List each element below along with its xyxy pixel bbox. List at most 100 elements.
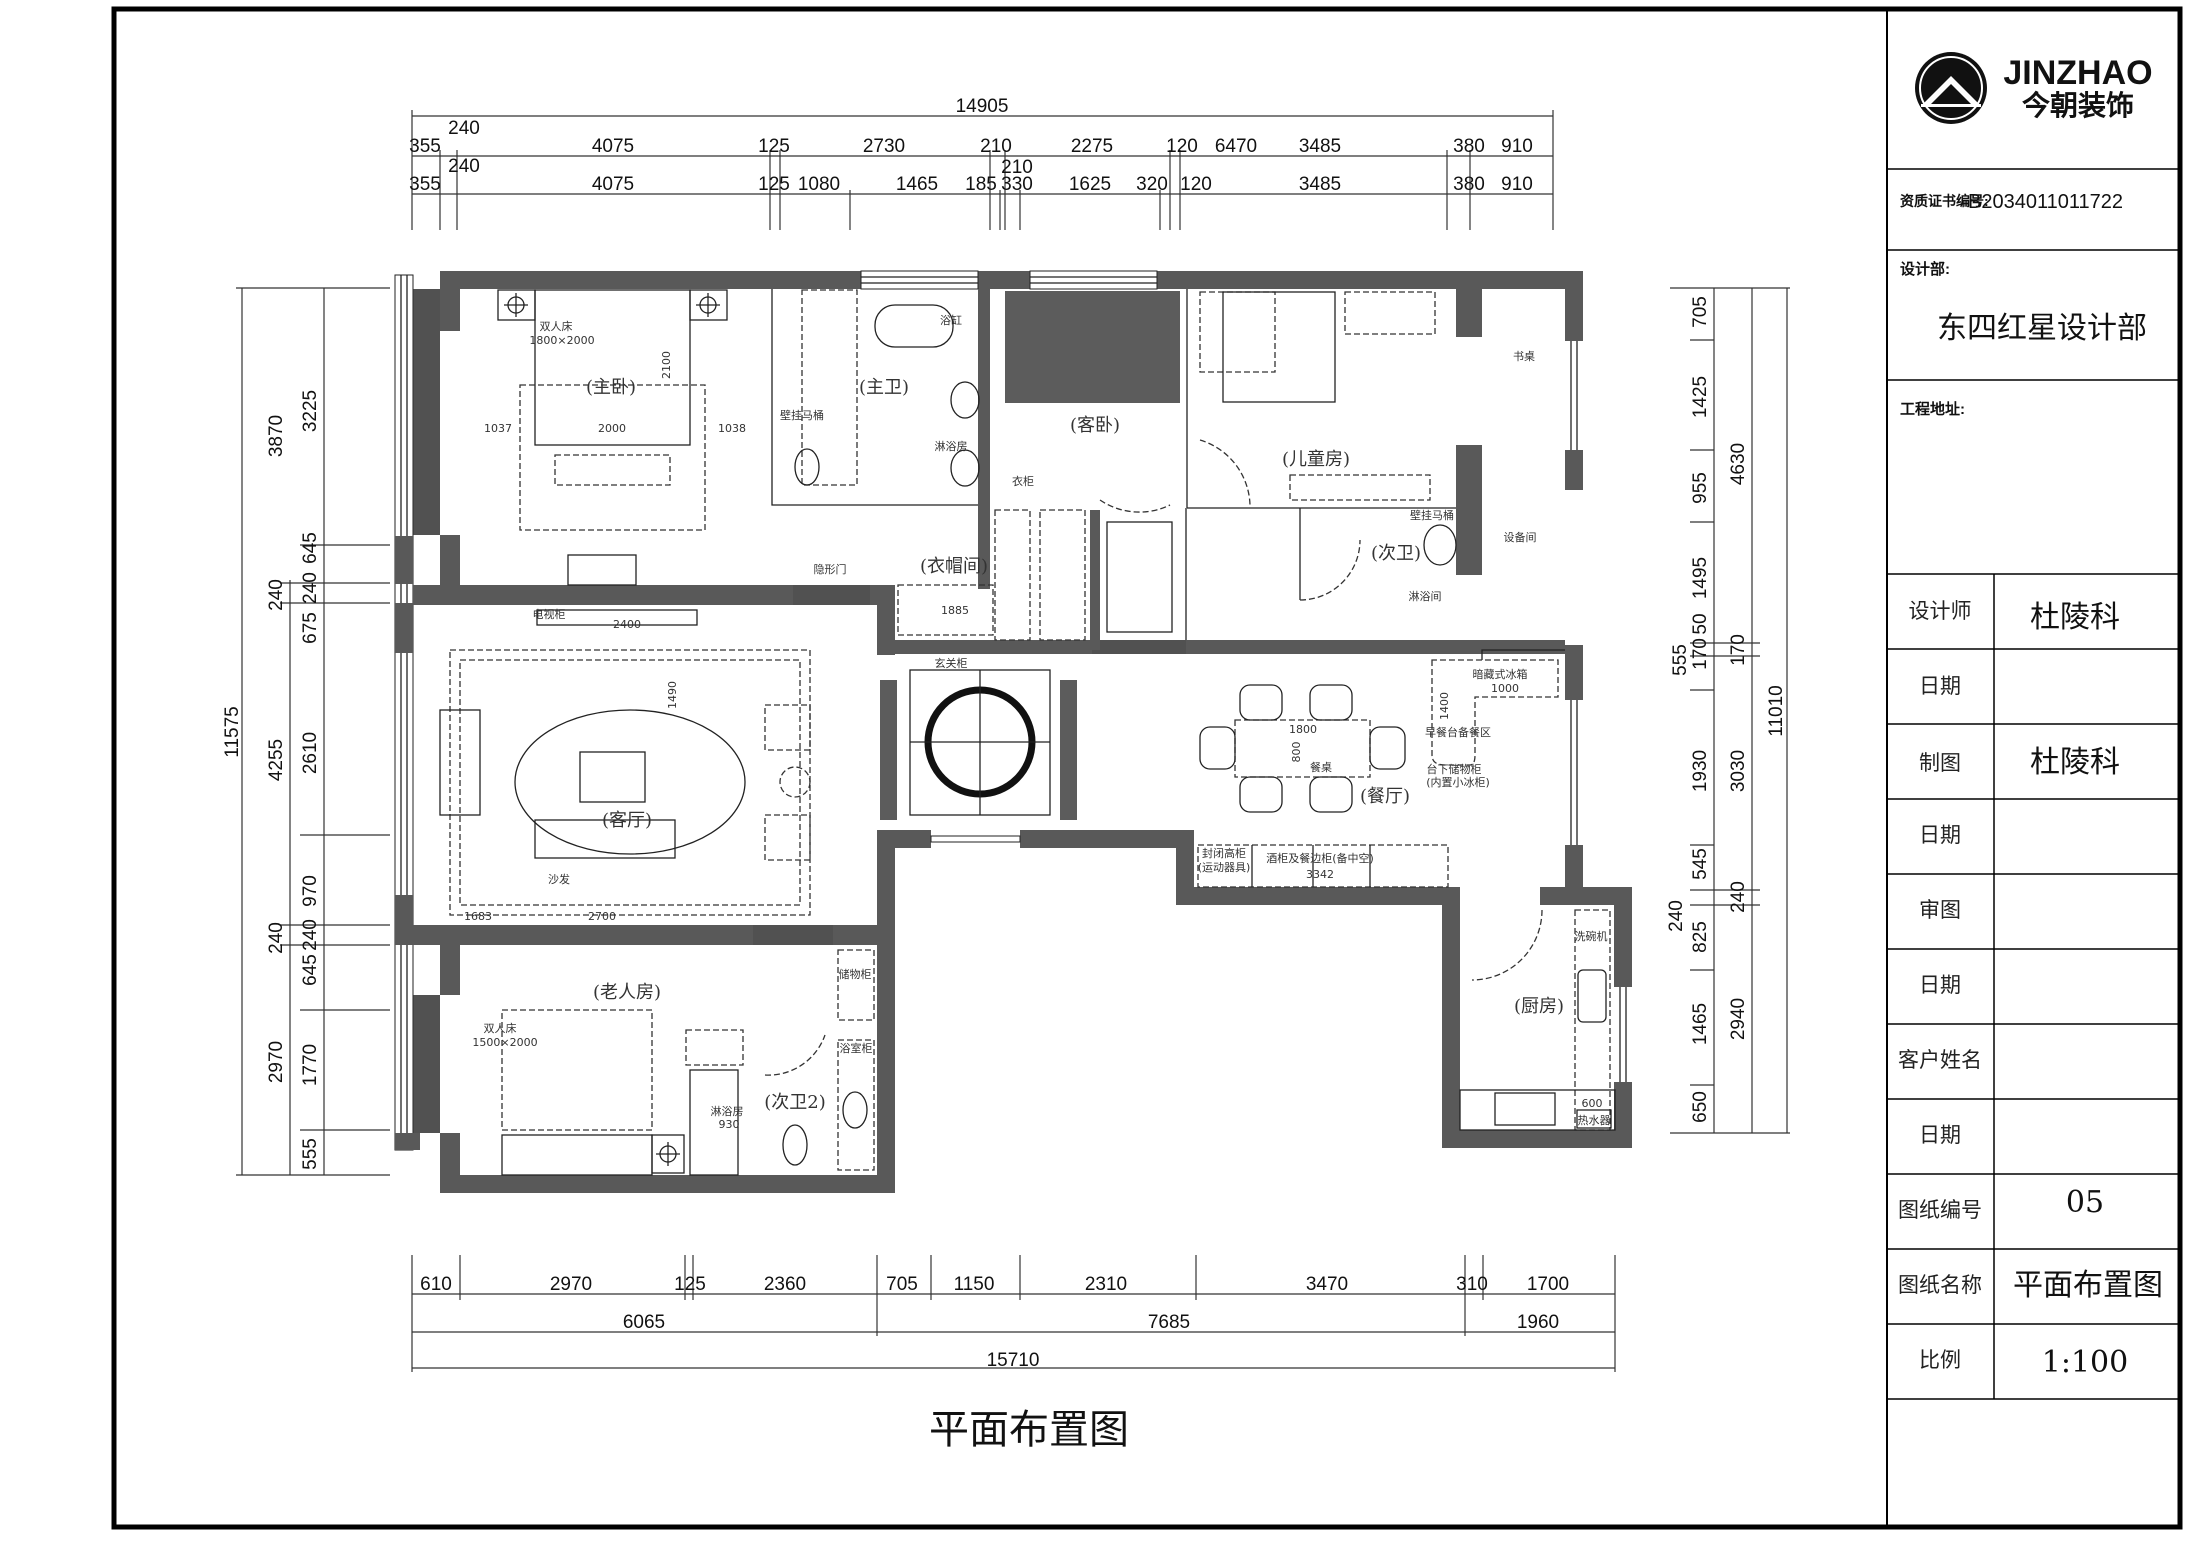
dimensions-bottom: 610 2970 125 2360 705 1150 2310 3470 310… <box>411 1255 1616 1372</box>
logo-text-cn: 今朝装饰 <box>2022 89 2134 121</box>
svg-text:705: 705 <box>1690 296 1711 328</box>
svg-text:210: 210 <box>980 136 1012 157</box>
svg-text:645: 645 <box>300 532 321 564</box>
svg-text:555: 555 <box>1670 644 1691 676</box>
svg-text:书桌: 书桌 <box>1513 350 1535 363</box>
dim-right-total: 11010 <box>1766 685 1787 736</box>
svg-text:240: 240 <box>300 919 321 951</box>
company-logo: JINZHAO 今朝装饰 <box>1915 52 2153 124</box>
svg-text:洗碗机: 洗碗机 <box>1575 929 1608 943</box>
svg-text:380: 380 <box>1453 174 1485 195</box>
svg-text:330: 330 <box>1001 174 1033 195</box>
svg-text:1800: 1800 <box>1289 723 1317 736</box>
svg-text:125: 125 <box>758 136 790 157</box>
svg-text:970: 970 <box>300 875 321 907</box>
svg-text:1080: 1080 <box>798 174 840 195</box>
svg-text:1000: 1000 <box>1491 682 1519 695</box>
room-dining: (餐厅) <box>1360 786 1410 807</box>
svg-text:日期: 日期 <box>1919 1123 1961 1147</box>
svg-text:120: 120 <box>1180 174 1212 195</box>
room-elderly: (老人房) <box>593 982 661 1003</box>
svg-text:185: 185 <box>965 174 997 195</box>
svg-text:1465: 1465 <box>1690 1003 1711 1045</box>
svg-text:355: 355 <box>409 136 441 157</box>
svg-text:制图: 制图 <box>1919 751 1961 775</box>
svg-text:日期: 日期 <box>1919 973 1961 997</box>
living-rug <box>514 709 746 855</box>
dim-top-total: 14905 <box>956 96 1009 117</box>
drawing-number-value: 05 <box>2066 1185 2104 1220</box>
svg-text:早餐台备餐区: 早餐台备餐区 <box>1425 725 1491 739</box>
bathtub <box>874 304 954 348</box>
dimensions-left: 11575 3870 240 4255 240 2970 3225 645 24… <box>222 287 390 1176</box>
row-date-4: 日期 <box>1887 1123 2180 1175</box>
svg-text:1490: 1490 <box>666 681 679 709</box>
interior-lines <box>771 289 1565 660</box>
svg-text:120: 120 <box>1166 136 1198 157</box>
svg-text:240: 240 <box>266 579 287 611</box>
svg-text:240: 240 <box>300 572 321 604</box>
svg-text:3485: 3485 <box>1299 136 1341 157</box>
svg-text:170: 170 <box>1728 634 1749 666</box>
svg-text:6065: 6065 <box>623 1312 665 1333</box>
svg-text:50: 50 <box>1690 613 1711 634</box>
svg-text:1960: 1960 <box>1517 1312 1559 1333</box>
nightstand-lamp-icon <box>497 289 536 321</box>
row-date-3: 日期 <box>1887 973 2180 1025</box>
svg-text:淋浴房: 淋浴房 <box>935 440 968 453</box>
dept-value: 东四红星设计部 <box>1937 311 2147 346</box>
svg-text:3870: 3870 <box>266 415 287 457</box>
svg-text:3030: 3030 <box>1728 750 1749 792</box>
dim-left-total: 11575 <box>222 706 243 757</box>
svg-text:浴室柜: 浴室柜 <box>840 1041 873 1055</box>
svg-text:淋浴间: 淋浴间 <box>1409 590 1442 603</box>
svg-text:910: 910 <box>1501 174 1533 195</box>
svg-text:沙发: 沙发 <box>548 872 570 886</box>
row-drafter: 制图杜陵科 <box>1887 745 2180 800</box>
svg-text:比例: 比例 <box>1919 1348 1961 1372</box>
dept-label: 设计部: <box>1900 260 1950 278</box>
svg-text:1800×2000: 1800×2000 <box>529 334 594 347</box>
room-cloakroom: (衣帽间) <box>920 556 988 577</box>
svg-text:客户姓名: 客户姓名 <box>1898 1048 1982 1072</box>
svg-text:545: 545 <box>1690 848 1711 880</box>
svg-text:240: 240 <box>448 156 480 177</box>
svg-text:壁挂马桶: 壁挂马桶 <box>780 408 824 422</box>
svg-text:设计师: 设计师 <box>1909 599 1972 623</box>
svg-text:4255: 4255 <box>266 739 287 781</box>
svg-text:125: 125 <box>758 174 790 195</box>
svg-text:图纸名称: 图纸名称 <box>1898 1273 1982 1297</box>
svg-text:储物柜: 储物柜 <box>839 967 872 981</box>
svg-text:240: 240 <box>448 118 480 139</box>
svg-text:双人床: 双人床 <box>484 1021 517 1035</box>
sheet-border <box>111 6 2183 1530</box>
row-review: 审图 <box>1887 898 2180 950</box>
svg-text:暗藏式冰箱: 暗藏式冰箱 <box>1473 667 1528 681</box>
svg-text:酒柜及餐边柜(备中空): 酒柜及餐边柜(备中空) <box>1266 851 1374 865</box>
svg-text:热水器: 热水器 <box>1578 1114 1611 1127</box>
dim-bottom-total: 15710 <box>987 1350 1040 1371</box>
svg-text:2940: 2940 <box>1728 998 1749 1040</box>
svg-text:6470: 6470 <box>1215 136 1257 157</box>
room-second-bath-2: (次卫2) <box>764 1092 826 1113</box>
window <box>1029 270 1158 290</box>
row-designer: 设计师 杜陵科 <box>1887 599 2180 650</box>
svg-text:310: 310 <box>1456 1274 1488 1295</box>
designer-value: 杜陵科 <box>2030 600 2120 635</box>
svg-text:2100: 2100 <box>660 351 673 379</box>
floor-plan: (主卧) (主卫) (客卧) (儿童房) (衣帽间) (次卫) 设备间 (客厅)… <box>394 270 1632 1193</box>
svg-text:1495: 1495 <box>1690 557 1711 599</box>
svg-text:705: 705 <box>886 1274 918 1295</box>
svg-text:4075: 4075 <box>592 174 634 195</box>
svg-text:320: 320 <box>1136 174 1168 195</box>
cert-label: 资质证书编号: <box>1900 193 1989 209</box>
title-block: JINZHAO 今朝装饰 资质证书编号: B2034011011722 设计部:… <box>1887 52 2180 1400</box>
svg-text:2360: 2360 <box>764 1274 806 1295</box>
svg-text:675: 675 <box>300 612 321 644</box>
master-bed <box>534 289 691 446</box>
svg-text:审图: 审图 <box>1919 898 1961 922</box>
svg-text:4075: 4075 <box>592 136 634 157</box>
svg-text:封闭高柜: 封闭高柜 <box>1202 846 1246 860</box>
svg-text:日期: 日期 <box>1919 823 1961 847</box>
svg-text:图纸编号: 图纸编号 <box>1898 1198 1982 1222</box>
